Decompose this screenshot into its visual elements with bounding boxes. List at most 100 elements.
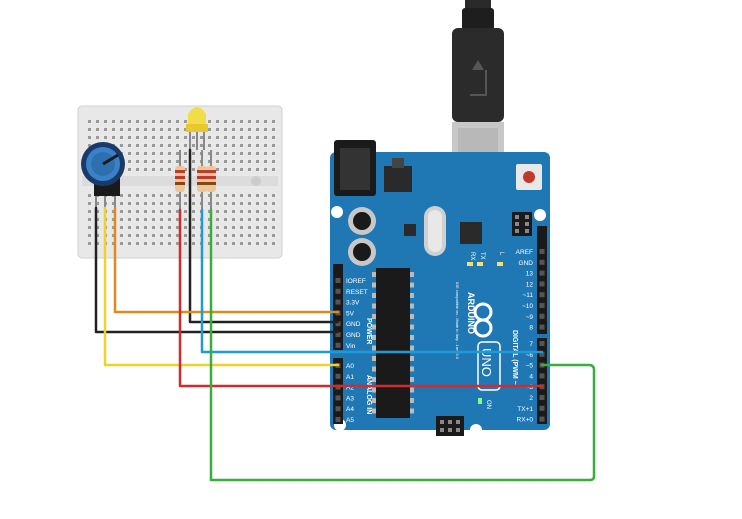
breadboard-hole[interactable]	[176, 160, 179, 163]
potentiometer[interactable]	[81, 142, 125, 210]
breadboard-hole[interactable]	[264, 160, 267, 163]
breadboard-hole[interactable]	[112, 242, 115, 245]
breadboard-hole[interactable]	[264, 194, 267, 197]
breadboard-hole[interactable]	[240, 128, 243, 131]
breadboard-hole[interactable]	[232, 210, 235, 213]
breadboard-hole[interactable]	[264, 128, 267, 131]
breadboard-hole[interactable]	[144, 152, 147, 155]
breadboard-hole[interactable]	[232, 202, 235, 205]
breadboard-hole[interactable]	[216, 144, 219, 147]
breadboard-hole[interactable]	[256, 168, 259, 171]
breadboard-hole[interactable]	[88, 128, 91, 131]
breadboard-hole[interactable]	[208, 136, 211, 139]
breadboard-hole[interactable]	[160, 234, 163, 237]
breadboard-hole[interactable]	[272, 210, 275, 213]
breadboard-hole[interactable]	[264, 218, 267, 221]
breadboard-hole[interactable]	[240, 202, 243, 205]
breadboard-hole[interactable]	[248, 144, 251, 147]
breadboard-hole[interactable]	[184, 152, 187, 155]
breadboard-hole[interactable]	[240, 234, 243, 237]
breadboard-hole[interactable]	[208, 226, 211, 229]
breadboard-hole[interactable]	[264, 202, 267, 205]
breadboard-hole[interactable]	[248, 210, 251, 213]
breadboard-hole[interactable]	[144, 234, 147, 237]
breadboard-hole[interactable]	[176, 210, 179, 213]
breadboard-hole[interactable]	[128, 194, 131, 197]
digital-pin[interactable]	[539, 281, 545, 287]
breadboard-hole[interactable]	[136, 242, 139, 245]
breadboard-hole[interactable]	[200, 136, 203, 139]
breadboard-hole[interactable]	[216, 136, 219, 139]
wire-blue-resistor-pin6[interactable]	[200, 208, 544, 354]
breadboard-hole[interactable]	[144, 120, 147, 123]
breadboard-hole[interactable]	[272, 168, 275, 171]
breadboard-hole[interactable]	[136, 152, 139, 155]
breadboard-hole[interactable]	[136, 136, 139, 139]
breadboard-hole[interactable]	[168, 144, 171, 147]
breadboard-hole[interactable]	[152, 202, 155, 205]
breadboard-hole[interactable]	[120, 218, 123, 221]
breadboard-hole[interactable]	[168, 242, 171, 245]
breadboard-hole[interactable]	[192, 144, 195, 147]
breadboard-hole[interactable]	[168, 120, 171, 123]
breadboard-hole[interactable]	[216, 194, 219, 197]
breadboard-hole[interactable]	[240, 144, 243, 147]
breadboard-hole[interactable]	[160, 226, 163, 229]
power-pin[interactable]	[335, 278, 341, 283]
breadboard-hole[interactable]	[272, 136, 275, 139]
digital-pin[interactable]	[539, 341, 545, 346]
breadboard-hole[interactable]	[136, 226, 139, 229]
breadboard-hole[interactable]	[96, 234, 99, 237]
breadboard-hole[interactable]	[264, 136, 267, 139]
breadboard-hole[interactable]	[216, 160, 219, 163]
breadboard-hole[interactable]	[160, 136, 163, 139]
breadboard-hole[interactable]	[128, 128, 131, 131]
breadboard-hole[interactable]	[232, 234, 235, 237]
breadboard-hole[interactable]	[216, 218, 219, 221]
breadboard-hole[interactable]	[136, 210, 139, 213]
breadboard-hole[interactable]	[152, 136, 155, 139]
breadboard-hole[interactable]	[160, 168, 163, 171]
breadboard-hole[interactable]	[192, 152, 195, 155]
breadboard-hole[interactable]	[176, 202, 179, 205]
power-pin[interactable]	[335, 342, 341, 348]
breadboard-hole[interactable]	[224, 194, 227, 197]
breadboard-hole[interactable]	[232, 136, 235, 139]
breadboard-hole[interactable]	[232, 120, 235, 123]
breadboard-hole[interactable]	[176, 136, 179, 139]
breadboard-hole[interactable]	[128, 218, 131, 221]
breadboard-hole[interactable]	[152, 210, 155, 213]
breadboard-hole[interactable]	[168, 152, 171, 155]
breadboard-hole[interactable]	[144, 226, 147, 229]
breadboard-hole[interactable]	[168, 136, 171, 139]
breadboard-hole[interactable]	[128, 120, 131, 123]
breadboard-hole[interactable]	[136, 168, 139, 171]
breadboard-hole[interactable]	[248, 128, 251, 131]
breadboard-hole[interactable]	[144, 136, 147, 139]
breadboard-hole[interactable]	[168, 226, 171, 229]
breadboard-hole[interactable]	[120, 210, 123, 213]
breadboard-hole[interactable]	[224, 120, 227, 123]
breadboard-hole[interactable]	[272, 152, 275, 155]
breadboard-hole[interactable]	[128, 144, 131, 147]
breadboard-hole[interactable]	[176, 242, 179, 245]
breadboard-hole[interactable]	[264, 168, 267, 171]
analog-pin[interactable]	[335, 406, 341, 412]
breadboard-hole[interactable]	[232, 168, 235, 171]
breadboard-hole[interactable]	[112, 120, 115, 123]
breadboard-hole[interactable]	[152, 120, 155, 123]
breadboard-hole[interactable]	[192, 136, 195, 139]
breadboard-hole[interactable]	[104, 120, 107, 123]
wire-black-led-gnd[interactable]	[188, 148, 340, 324]
breadboard-hole[interactable]	[240, 120, 243, 123]
breadboard-hole[interactable]	[240, 210, 243, 213]
breadboard-hole[interactable]	[216, 152, 219, 155]
breadboard-hole[interactable]	[96, 218, 99, 221]
breadboard-hole[interactable]	[264, 234, 267, 237]
breadboard-hole[interactable]	[272, 128, 275, 131]
breadboard-hole[interactable]	[232, 226, 235, 229]
breadboard-hole[interactable]	[264, 152, 267, 155]
breadboard-hole[interactable]	[264, 120, 267, 123]
digital-pin[interactable]	[539, 259, 545, 265]
breadboard-hole[interactable]	[208, 160, 211, 163]
